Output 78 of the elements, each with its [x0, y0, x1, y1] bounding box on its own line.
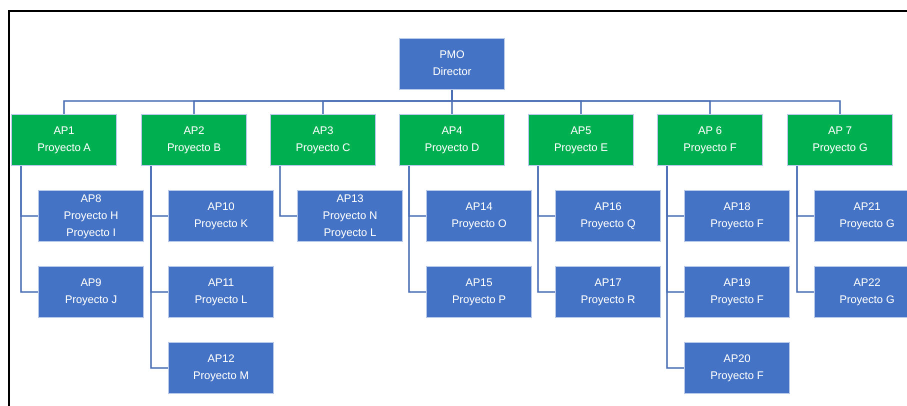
node-title: AP14 — [466, 200, 492, 215]
node-title: AP10 — [208, 200, 234, 215]
connector-line — [20, 166, 38, 293]
project-box — [787, 114, 893, 166]
node-title: AP2 — [184, 124, 204, 139]
connector-line — [666, 166, 684, 369]
director-box — [399, 38, 505, 90]
node-text: Proyecto I — [66, 226, 116, 240]
project-box — [399, 114, 505, 166]
node-text: Proyecto K — [194, 217, 248, 232]
node-title: AP4 — [442, 124, 462, 139]
subproject-box — [814, 266, 907, 318]
node-text: Proyecto E — [554, 141, 608, 156]
node-text: Proyecto G — [839, 217, 895, 232]
subproject-box — [168, 190, 274, 242]
subproject-box — [684, 266, 790, 318]
node-title: AP9 — [80, 276, 102, 291]
node-title: AP20 — [724, 352, 750, 367]
node-title: AP17 — [594, 276, 622, 291]
node-title: AP15 — [466, 276, 492, 291]
node-title: AP21 — [854, 200, 880, 215]
node-text: Proyecto F — [710, 369, 764, 384]
project-box — [528, 114, 634, 166]
subproject-box — [684, 190, 790, 242]
subproject-box — [426, 190, 532, 242]
subproject-box — [684, 342, 790, 394]
node-text: Proyecto O — [451, 217, 507, 232]
node-title: AP8 — [80, 192, 102, 206]
project-box — [657, 114, 763, 166]
subproject-box — [297, 190, 403, 242]
subproject-box — [426, 266, 532, 318]
node-title: AP3 — [312, 124, 334, 139]
node-title: AP5 — [570, 124, 592, 139]
node-text: Proyecto F — [710, 293, 764, 308]
node-text: Proyecto C — [296, 141, 350, 156]
node-title: AP19 — [724, 276, 750, 291]
node-text: Director — [432, 65, 472, 80]
node-title: AP1 — [54, 124, 74, 139]
subproject-box — [814, 190, 907, 242]
node-title: AP11 — [208, 276, 234, 291]
project-box — [270, 114, 376, 166]
node-text: Proyecto F — [710, 217, 764, 232]
node-text: Proyecto G — [839, 293, 895, 308]
subproject-box — [555, 266, 661, 318]
node-title: AP13 — [336, 192, 364, 206]
node-text: Proyecto B — [167, 141, 221, 156]
node-text: Proyecto L — [194, 293, 248, 308]
node-title: AP12 — [208, 352, 234, 367]
subproject-box — [168, 266, 274, 318]
subproject-box — [555, 190, 661, 242]
node-text: Proyecto F — [683, 141, 737, 156]
node-title: AP16 — [594, 200, 622, 215]
connector-line — [279, 166, 297, 217]
node-text: Proyecto A — [37, 141, 91, 156]
project-box — [141, 114, 247, 166]
node-title: AP22 — [854, 276, 880, 291]
node-text: Proyecto L — [324, 226, 376, 240]
node-title: AP 7 — [828, 124, 852, 139]
connector-line — [150, 166, 168, 369]
node-title: AP 6 — [698, 124, 722, 139]
node-title: AP18 — [724, 200, 750, 215]
node-text: Proyecto J — [65, 293, 117, 308]
subproject-box — [38, 266, 144, 318]
node-title: PMO — [439, 48, 465, 63]
node-text: Proyecto H — [64, 208, 118, 224]
connector-line — [796, 166, 814, 293]
node-text: Proyecto Q — [580, 217, 636, 232]
subproject-box — [168, 342, 274, 394]
node-text: Proyecto M — [193, 369, 249, 384]
subproject-box — [38, 190, 144, 242]
node-text: Proyecto R — [580, 293, 636, 308]
node-text: Proyecto G — [812, 141, 868, 156]
node-text: Proyecto N — [322, 208, 378, 224]
connector-line — [408, 166, 426, 293]
node-text: Proyecto P — [452, 293, 506, 308]
connector-line — [537, 166, 555, 293]
project-box — [11, 114, 117, 166]
node-text: Proyecto D — [424, 141, 480, 156]
